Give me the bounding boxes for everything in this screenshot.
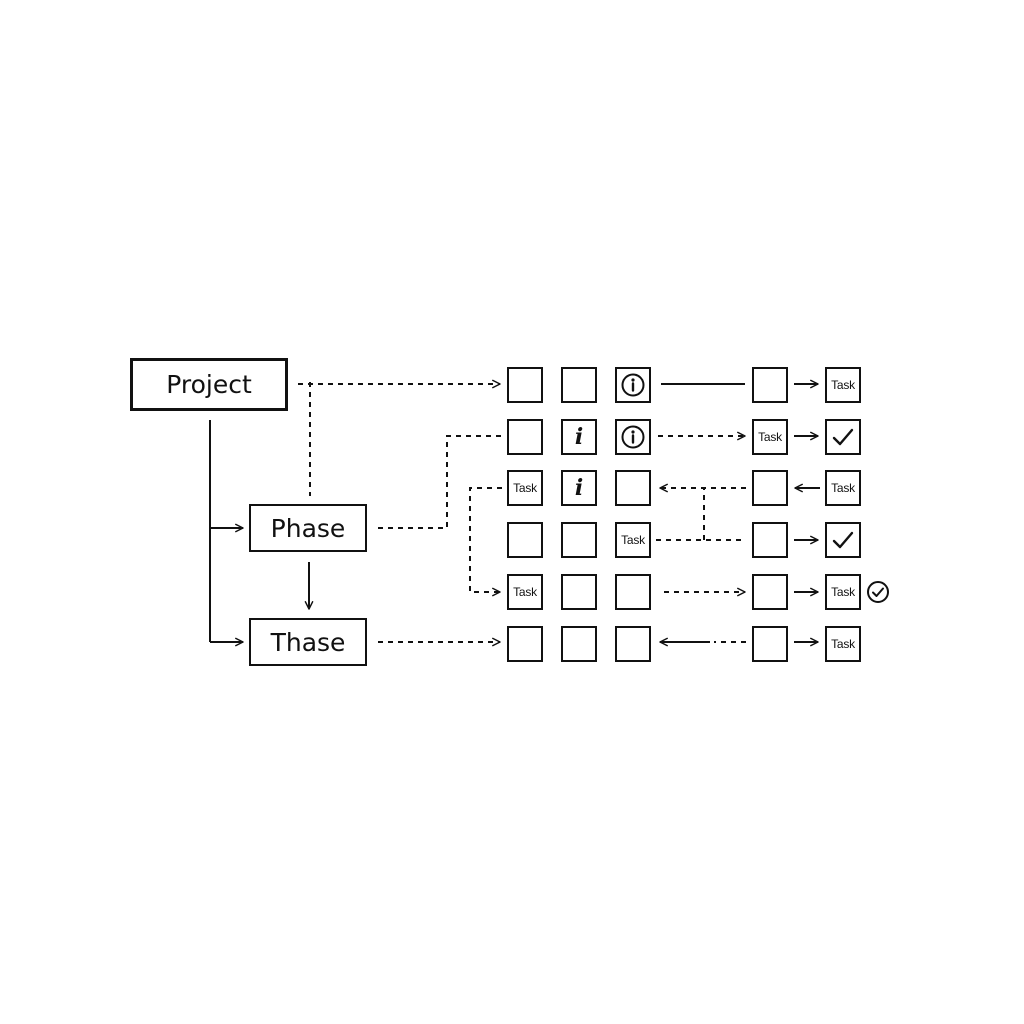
grid-cell-info[interactable]: i	[561, 419, 597, 455]
phase-to-grid-link	[378, 435, 501, 529]
grid-cell-task[interactable]: Task	[507, 574, 543, 610]
project-node[interactable]: Project	[130, 358, 288, 411]
task-label: Task	[513, 585, 537, 599]
grid-cell-empty[interactable]	[752, 470, 788, 506]
grid-cell-empty[interactable]	[752, 522, 788, 558]
grid-cell-empty[interactable]	[561, 367, 597, 403]
check-circle-icon	[867, 581, 889, 603]
info-circle-icon	[621, 373, 645, 397]
task-label: Task	[831, 378, 855, 392]
task-label: Task	[831, 637, 855, 651]
task-label: Task	[621, 533, 645, 547]
grid-cell-task[interactable]: Task	[825, 574, 861, 610]
grid-cell-task[interactable]: Task	[752, 419, 788, 455]
grid-cell-empty[interactable]	[752, 626, 788, 662]
grid-cell-info[interactable]	[615, 367, 651, 403]
grid-cell-empty[interactable]	[615, 626, 651, 662]
task-label: Task	[513, 481, 537, 495]
grid-cell-task[interactable]: Task	[507, 470, 543, 506]
grid-cell-info[interactable]: i	[561, 470, 597, 506]
grid-cell-empty[interactable]	[561, 522, 597, 558]
grid-cell-empty[interactable]	[752, 574, 788, 610]
grid-cell-empty[interactable]	[561, 626, 597, 662]
grid-cell-empty[interactable]	[752, 367, 788, 403]
task-label: Task	[831, 481, 855, 495]
grid-cell-empty[interactable]	[507, 522, 543, 558]
grid-cell-empty[interactable]	[615, 470, 651, 506]
grid-cell-empty[interactable]	[507, 626, 543, 662]
task-label: Task	[758, 430, 782, 444]
grid-cell-task[interactable]: Task	[825, 626, 861, 662]
grid-cell-empty[interactable]	[507, 367, 543, 403]
grid-cell-check[interactable]	[825, 419, 861, 455]
task-label: Task	[831, 585, 855, 599]
project-node-label: Project	[166, 370, 252, 399]
task-drop-link	[469, 487, 502, 597]
check-icon	[832, 428, 854, 446]
thase-node[interactable]: Thase	[249, 618, 367, 666]
grid-cell-task[interactable]: Task	[825, 367, 861, 403]
grid-cell-info[interactable]	[615, 419, 651, 455]
grid-cell-empty[interactable]	[507, 419, 543, 455]
check-icon	[832, 531, 854, 549]
grid-cell-check[interactable]	[825, 522, 861, 558]
grid-cell-task[interactable]: Task	[825, 470, 861, 506]
grid-cell-empty[interactable]	[561, 574, 597, 610]
info-icon: i	[574, 424, 584, 450]
info-circle-icon	[621, 425, 645, 449]
grid-cell-task[interactable]: Task	[615, 522, 651, 558]
phase-node[interactable]: Phase	[249, 504, 367, 552]
info-icon: i	[574, 475, 584, 501]
thase-node-label: Thase	[270, 627, 346, 657]
grid-cell-empty[interactable]	[615, 574, 651, 610]
phase-node-label: Phase	[270, 513, 346, 543]
